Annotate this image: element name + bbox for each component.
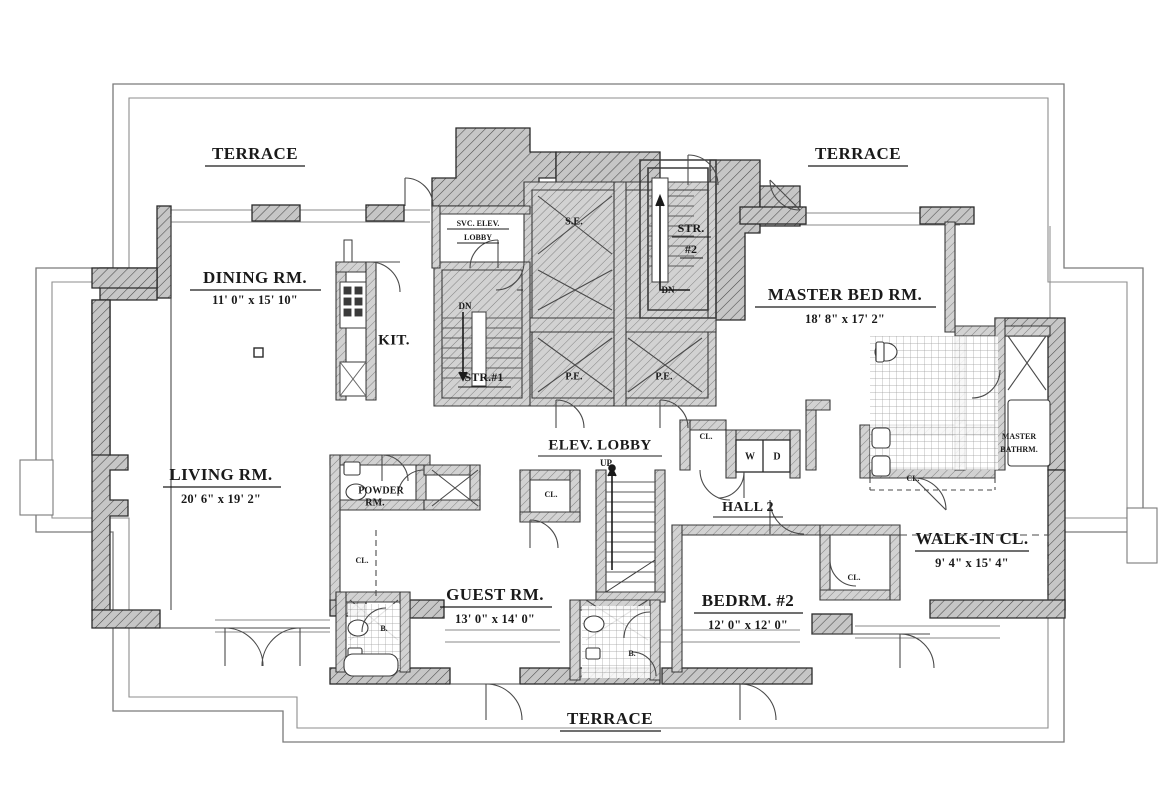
room-label-living: LIVING RM. 20' 6" x 19' 2"	[163, 465, 281, 506]
hall2-label: HALL 2	[722, 500, 774, 515]
closet-label: CL.	[544, 490, 557, 499]
closet-label-guest: CL.	[544, 490, 557, 499]
core-label-stair-2: STR. #2	[672, 221, 711, 259]
stair-lobby-up-arrow	[607, 464, 617, 570]
washer-dryer-unit	[735, 439, 791, 473]
stair-1-down-arrow	[458, 312, 468, 382]
core-label-passenger-elevator-2: P.E.	[655, 371, 673, 382]
closet-label-bedroom-2: CL.	[847, 573, 860, 582]
closet-label-master-bath: CL.	[906, 474, 919, 483]
kitchen-label: KIT.	[378, 332, 410, 348]
svc-elev-lobby-line2: LOBBY	[464, 233, 492, 242]
stair-1-label: STR.#1	[465, 370, 504, 384]
room-label-walk-in-closet: WALK-IN CL. 9' 4" x 15' 4"	[915, 529, 1029, 570]
stair-run-1	[442, 311, 522, 387]
door-swings	[224, 154, 1001, 721]
stair-2-down-arrow	[655, 193, 690, 291]
room-label-bedroom-2: BEDRM. #2 12' 0" x 12' 0"	[694, 591, 803, 632]
master-bath-line1: MASTER	[1002, 432, 1036, 441]
terrace-side-bay-left	[19, 459, 54, 516]
room-label-powder: POWDER RM.	[358, 485, 404, 508]
room-dimensions: 9' 4" x 15' 4"	[935, 556, 1009, 570]
stair-2-line1: STR.	[678, 221, 705, 235]
bathroom-label: B.	[380, 624, 387, 633]
powder-room-line1: POWDER	[358, 485, 404, 496]
room-label-master-bed: MASTER BED RM. 18' 8" x 17' 2"	[755, 285, 936, 326]
stair-run-lobby	[605, 481, 656, 593]
closet-label: CL.	[699, 432, 712, 441]
core-label-stair-1: STR.#1	[458, 370, 511, 388]
terrace-label-bottom: TERRACE	[560, 709, 661, 732]
stair-marker-dn-1: DN	[459, 301, 472, 311]
kitchen-fixtures	[339, 239, 367, 397]
terrace-side-bay-right	[1126, 507, 1158, 564]
room-label-hall-2: HALL 2	[713, 500, 783, 518]
bathroom-label-guest-west: B.	[380, 624, 387, 633]
room-dimensions: 20' 6" x 19' 2"	[181, 492, 261, 506]
elev-lobby-label: ELEV. LOBBY	[548, 437, 651, 453]
shaft-note-vertical: ||	[516, 289, 523, 292]
structural-walls	[91, 127, 1066, 685]
room-label-elev-lobby: ELEV. LOBBY	[538, 437, 662, 457]
passenger-elevator-label: P.E.	[565, 371, 583, 382]
terrace-label-text: TERRACE	[567, 709, 653, 728]
room-name: DINING RM.	[203, 268, 307, 287]
shaft-note: ||	[516, 289, 523, 292]
room-dimensions: 18' 8" x 17' 2"	[805, 312, 885, 326]
room-label-kitchen: KIT.	[378, 332, 410, 348]
room-name: MASTER BED RM.	[768, 285, 922, 304]
master-bath-line2: BATHRM.	[1000, 445, 1037, 454]
room-name: GUEST RM.	[446, 585, 544, 604]
service-elevator-label: S.E.	[565, 216, 583, 227]
room-label-master-bath: MASTER BATHRM.	[1000, 432, 1037, 454]
washer-label: W	[745, 451, 755, 462]
room-label-svc-elev-lobby: SVC. ELEV. LOBBY	[447, 219, 509, 244]
core-label-service-elevator: S.E.	[565, 216, 583, 227]
bathroom-label-guest-east: B.	[628, 649, 635, 658]
powder-room-line2: RM.	[365, 497, 385, 508]
closet-label: CL.	[847, 573, 860, 582]
dryer-letter: D	[773, 451, 780, 462]
room-dimensions: 13' 0" x 14' 0"	[455, 612, 535, 626]
terrace-label-top-right: TERRACE	[808, 144, 908, 167]
closet-label: CL.	[355, 556, 368, 565]
stair-direction-label: DN	[662, 285, 675, 295]
room-name: WALK-IN CL.	[915, 529, 1028, 548]
room-label-dining: DINING RM. 11' 0" x 15' 10"	[190, 268, 321, 307]
stair-2-line2: #2	[685, 242, 697, 256]
svc-elev-lobby-line1: SVC. ELEV.	[457, 219, 500, 228]
bathroom-label: B.	[628, 649, 635, 658]
washer-letter: W	[745, 451, 755, 462]
room-dimensions: 12' 0" x 12' 0"	[708, 618, 788, 632]
terrace-boundary-outer	[35, 83, 1144, 743]
stair-marker-up-lobby: UP	[600, 458, 612, 468]
core-label-passenger-elevator-1: P.E.	[565, 371, 583, 382]
room-name: LIVING RM.	[169, 465, 272, 484]
stair-direction-label: DN	[459, 301, 472, 311]
interior-thin-lines	[160, 214, 1049, 685]
terrace-label-top-left: TERRACE	[205, 144, 305, 167]
column-symbol	[253, 347, 264, 358]
closet-label-living-hall: CL.	[355, 556, 368, 565]
dryer-label: D	[773, 451, 780, 462]
stair-direction-label: UP	[600, 458, 612, 468]
misc-symbols	[253, 347, 264, 358]
terrace-label-text: TERRACE	[815, 144, 901, 163]
room-label-guest: GUEST RM. 13' 0" x 14' 0"	[440, 585, 552, 626]
room-name: BEDRM. #2	[702, 591, 794, 610]
room-dimensions: 11' 0" x 15' 10"	[212, 293, 298, 307]
passenger-elevator-label: P.E.	[655, 371, 673, 382]
terrace-boundary-inner	[51, 97, 1128, 729]
closet-label: CL.	[906, 474, 919, 483]
closet-label-elev-lobby-east: CL.	[699, 432, 712, 441]
stair-marker-dn-2: DN	[662, 285, 675, 295]
terrace-label-text: TERRACE	[212, 144, 298, 163]
